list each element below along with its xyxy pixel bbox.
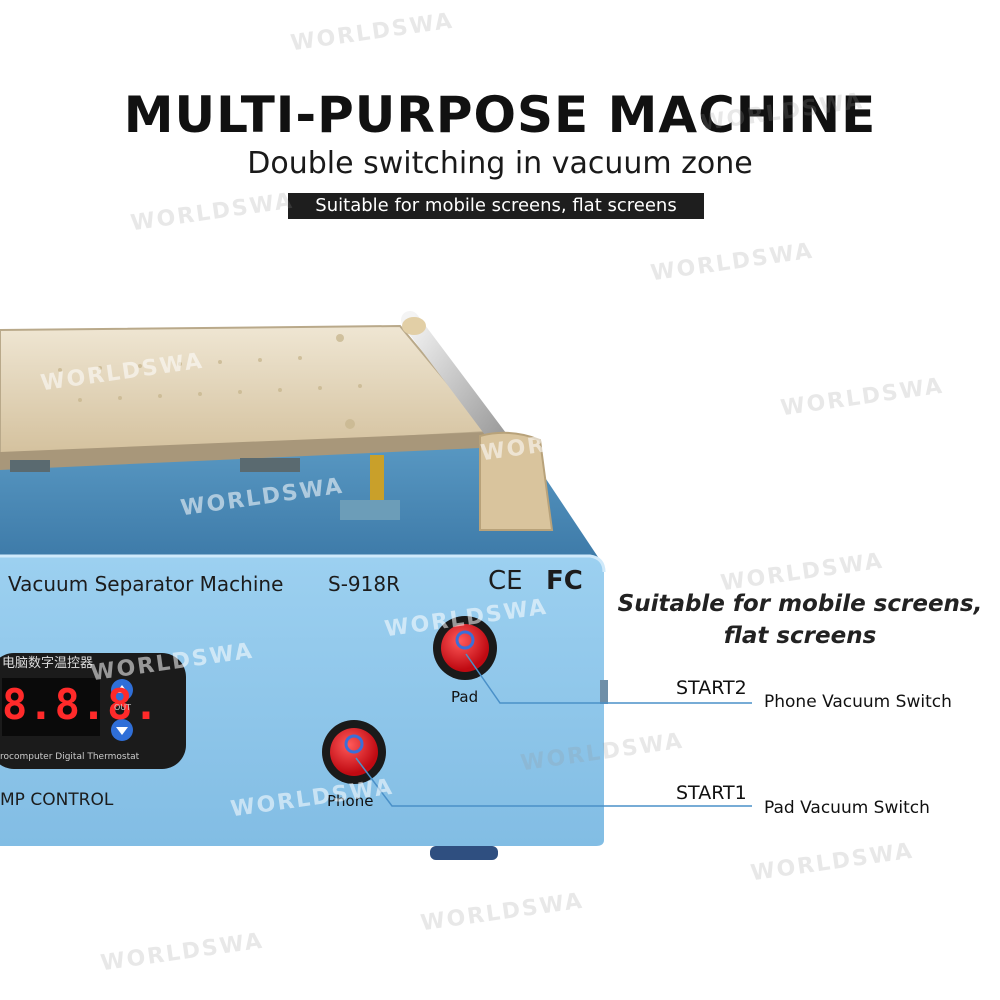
control-label: MP CONTROL bbox=[0, 790, 114, 810]
phone-button-label: Phone bbox=[327, 792, 374, 810]
caption-line-2: flat screens bbox=[723, 623, 877, 649]
thermostat-chinese-label: 电脑数字温控器 bbox=[2, 656, 94, 671]
suitability-caption: Suitable for mobile screens, flat screen… bbox=[600, 588, 1000, 652]
pad-button-label: Pad bbox=[451, 688, 479, 706]
model-number: S-918R bbox=[328, 572, 400, 596]
out-label: OUT bbox=[114, 703, 132, 712]
callout-start2-desc: Phone Vacuum Switch bbox=[764, 692, 952, 712]
headline: MULTI-PURPOSE MACHINE bbox=[123, 86, 877, 144]
caption-line-1: Suitable for mobile screens, bbox=[617, 591, 983, 617]
machine-name-label: Vacuum Separator Machine bbox=[8, 572, 284, 596]
subheadline: Double switching in vacuum zone bbox=[247, 146, 753, 181]
callout-start1-desc: Pad Vacuum Switch bbox=[764, 798, 930, 818]
callout-start2-tag: START2 bbox=[676, 677, 747, 699]
temperature-display: 8.8.8. bbox=[2, 680, 160, 729]
suitability-badge: Suitable for mobile screens, flat screen… bbox=[288, 193, 704, 219]
callout-start1-tag: START1 bbox=[676, 782, 747, 804]
thermostat-english-label: rocomputer Digital Thermostat bbox=[0, 752, 140, 762]
ce-mark: CE bbox=[488, 566, 523, 596]
fc-mark: FC bbox=[546, 566, 583, 596]
